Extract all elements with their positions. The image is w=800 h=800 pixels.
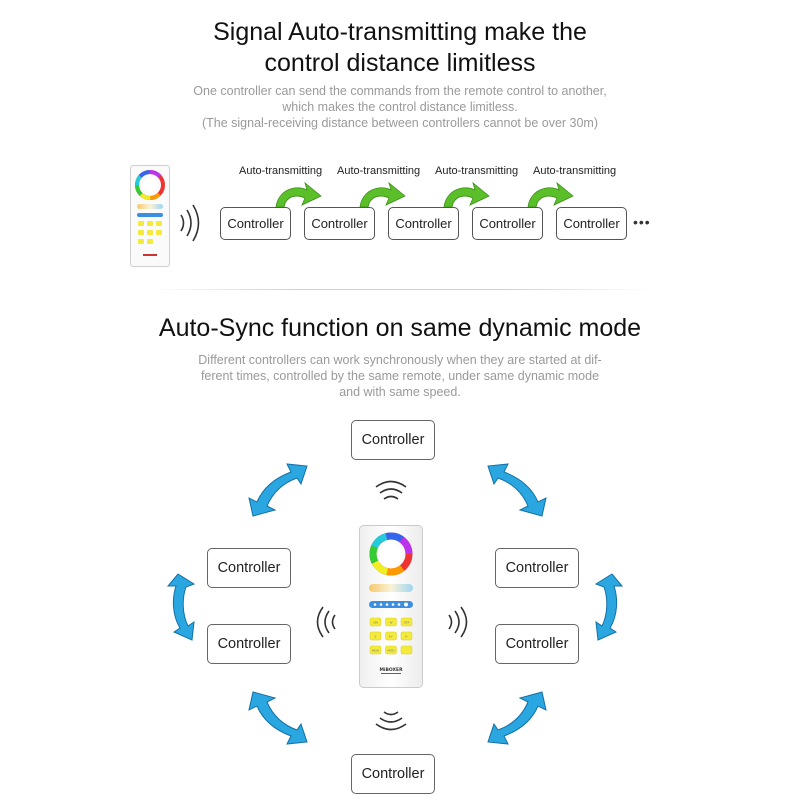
svg-text:S+: S+: [389, 635, 394, 639]
svg-text:S: S: [375, 635, 377, 639]
section-divider: [150, 289, 650, 290]
svg-text:MOD: MOD: [372, 649, 380, 653]
section2-desc-line3: and with same speed.: [339, 385, 461, 399]
double-headed-arrow-icon: [594, 573, 624, 641]
controller-box: Controller: [304, 207, 375, 240]
controller-box: Controller: [388, 207, 459, 240]
section1-title-line1: Signal Auto-transmitting make the: [213, 18, 587, 46]
controller-box: Controller: [472, 207, 543, 240]
auto-transmitting-label: Auto-transmitting: [337, 165, 421, 177]
controller-box: Controller: [556, 207, 627, 240]
curved-arrow-icon: [275, 181, 322, 208]
auto-transmitting-label: Auto-transmitting: [533, 165, 617, 177]
section2-desc-line2: ferent times, controlled by the same rem…: [200, 369, 600, 383]
auto-transmitting-label: Auto-transmitting: [239, 165, 323, 177]
section1-title-line2: control distance limitless: [264, 49, 536, 77]
remote-control-icon: [130, 165, 170, 267]
svg-text:S-: S-: [405, 635, 408, 639]
section1-desc-line1: One controller can send the commands fro…: [193, 84, 607, 98]
double-headed-arrow-icon: [487, 691, 547, 745]
double-headed-arrow-icon: [248, 463, 308, 517]
svg-text:MOD: MOD: [387, 649, 395, 653]
double-headed-arrow-icon: [487, 463, 547, 517]
wireless-signal-icon-left: [316, 606, 336, 638]
wireless-signal-icon: [180, 204, 200, 242]
controller-box-right-lower: Controller: [495, 624, 579, 664]
controller-box-bottom: Controller: [351, 754, 435, 794]
wireless-signal-icon-bottom: [375, 711, 407, 731]
section2-title: Auto-Sync function on same dynamic mode: [158, 314, 642, 342]
curved-arrow-icon: [359, 181, 406, 208]
curved-arrow-icon: [527, 181, 574, 208]
svg-text:ON: ON: [373, 621, 378, 625]
controller-box-right-upper: Controller: [495, 548, 579, 588]
section1-desc-line2: which makes the control distance limitle…: [282, 100, 518, 114]
remote-control-icon: ON W OFF S S+ S- MOD MOD MiBOXER: [359, 525, 423, 688]
section1-desc-line3: (The signal-receiving distance between c…: [201, 116, 599, 130]
ellipsis-icon: •••: [633, 214, 651, 230]
controller-box: Controller: [220, 207, 291, 240]
auto-transmitting-label: Auto-transmitting: [435, 165, 519, 177]
controller-box-top: Controller: [351, 420, 435, 460]
wireless-signal-icon-top: [375, 480, 407, 500]
controller-box-left-upper: Controller: [207, 548, 291, 588]
controller-box-left-lower: Controller: [207, 624, 291, 664]
wireless-signal-icon-right: [448, 606, 468, 638]
double-headed-arrow-icon: [248, 691, 308, 745]
brand-logo: MiBOXER: [379, 667, 403, 673]
svg-text:W: W: [390, 621, 393, 625]
section2-desc-line1: Different controllers can work synchrono…: [198, 353, 602, 367]
curved-arrow-icon: [443, 181, 490, 208]
svg-text:OFF: OFF: [404, 621, 410, 625]
double-headed-arrow-icon: [166, 573, 196, 641]
